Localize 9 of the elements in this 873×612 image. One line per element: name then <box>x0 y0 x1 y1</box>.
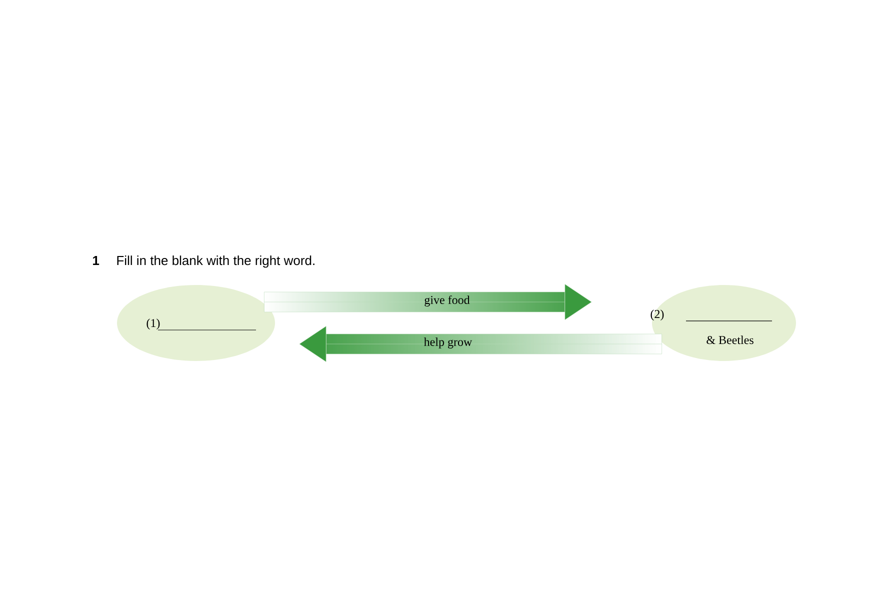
instruction-text: Fill in the blank with the right word. <box>117 256 314 268</box>
arrow <box>299 326 662 362</box>
arrow <box>264 284 592 320</box>
node-text: (2) <box>650 310 664 321</box>
node-text: (1) <box>146 318 160 330</box>
edge-label: give food <box>424 295 470 306</box>
node-text: & Beetles <box>706 336 754 344</box>
edge-label: help grow <box>424 338 472 348</box>
question-number: 1 <box>93 256 100 265</box>
